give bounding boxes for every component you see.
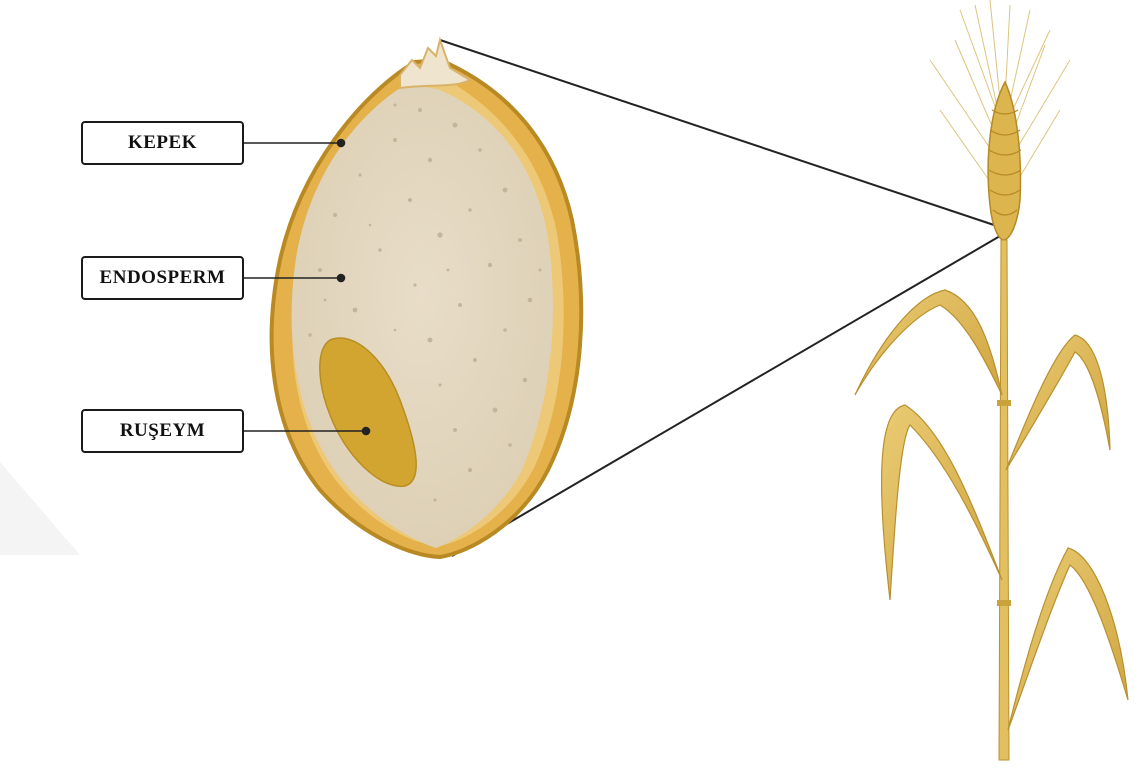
stem-node	[997, 400, 1011, 406]
label-germ-text: RUŞEYM	[120, 420, 205, 442]
label-germ: RUŞEYM	[81, 409, 244, 453]
leaf-lower-right	[1008, 548, 1128, 730]
leaf-upper-right	[1006, 335, 1110, 470]
label-bran: KEPEK	[81, 121, 244, 165]
grain-cross-section	[272, 40, 582, 557]
wheat-stem	[999, 240, 1009, 760]
label-endosperm-text: ENDOSPERM	[100, 267, 226, 289]
leaf-middle-left	[882, 405, 1002, 600]
wheat-plant	[855, 0, 1128, 760]
label-bran-text: KEPEK	[128, 132, 197, 154]
stem-node	[997, 600, 1011, 606]
watermark-shape	[0, 462, 80, 555]
wheat-ear	[988, 82, 1020, 240]
label-endosperm: ENDOSPERM	[81, 256, 244, 300]
leaf-upper-left	[855, 290, 1002, 395]
